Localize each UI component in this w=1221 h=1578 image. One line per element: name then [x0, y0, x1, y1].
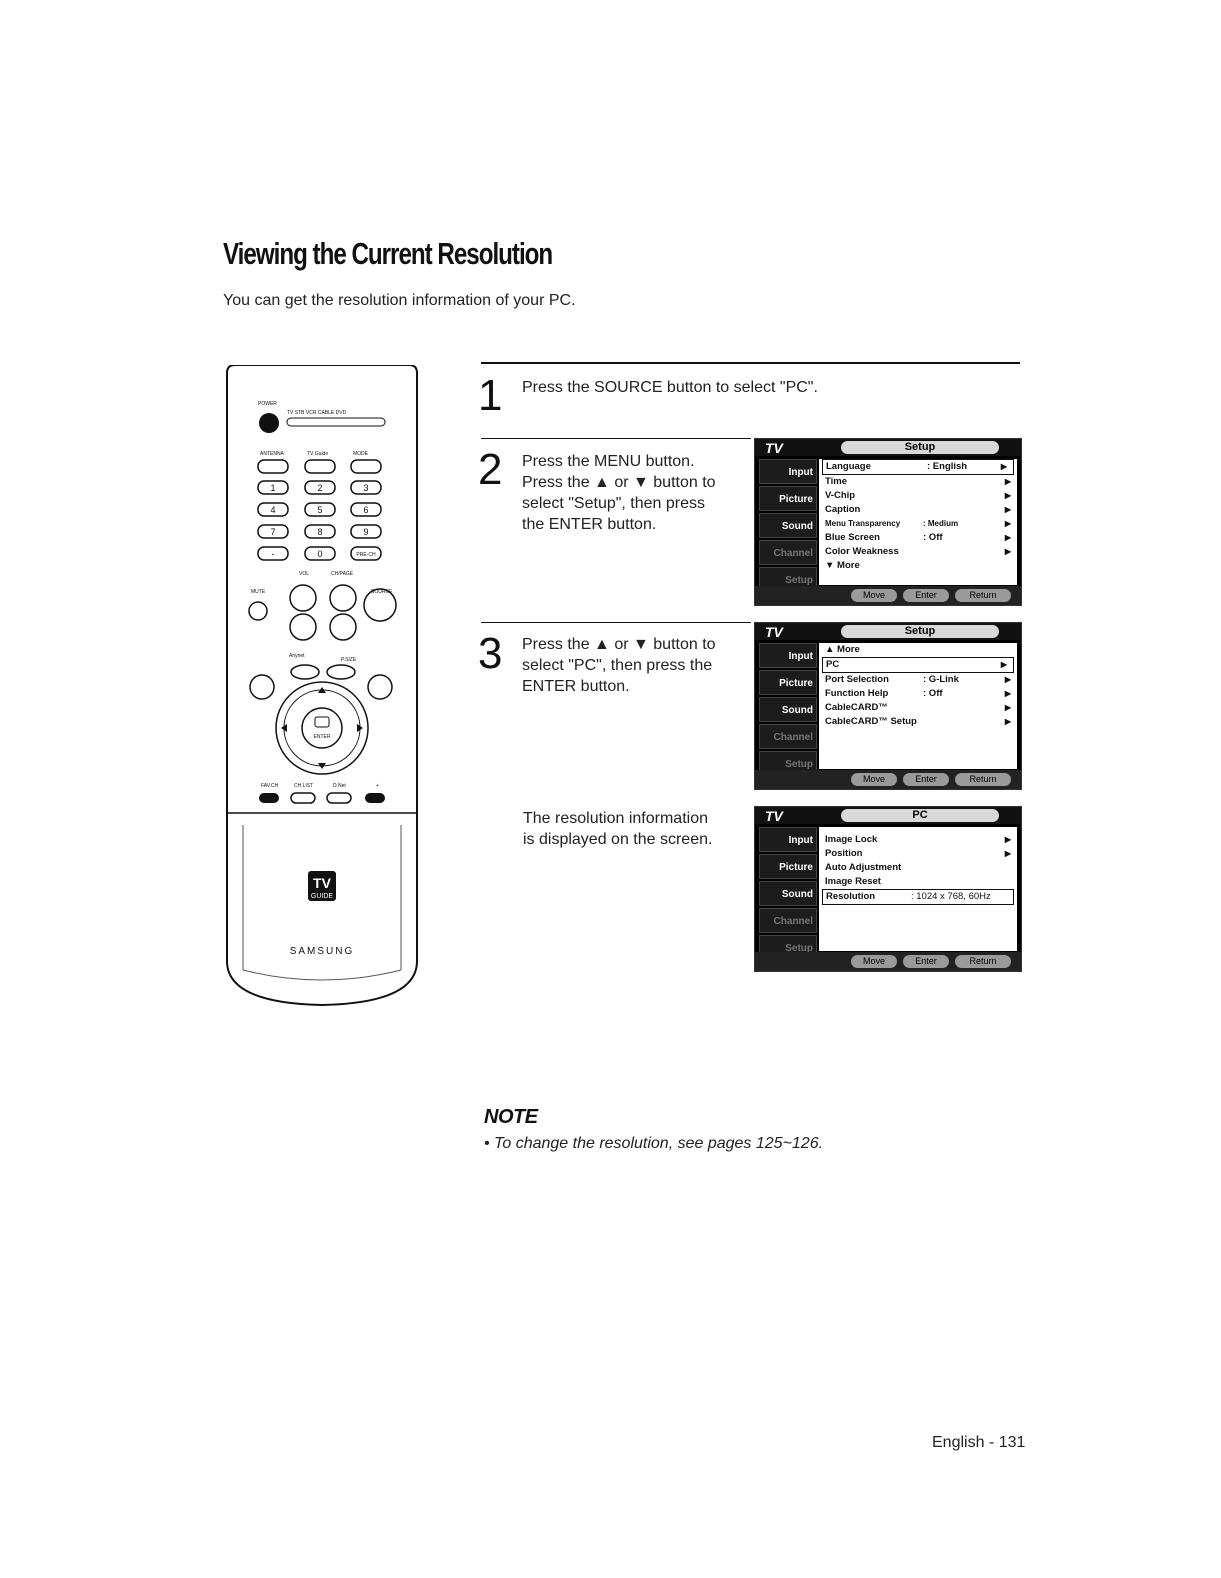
steps-top-rule [481, 362, 1020, 364]
result-text: The resolution information is displayed … [523, 810, 713, 848]
note-title: NOTE [484, 1106, 538, 1128]
step-2-text: Press the MENU button. Press the ▲ or ▼ … [522, 453, 716, 533]
step-3-number: 3 [478, 629, 503, 678]
power-button [259, 413, 279, 433]
page-subtitle: You can get the resolution information o… [223, 292, 576, 309]
svg-text:CH/PAGE: CH/PAGE [331, 571, 354, 577]
svg-text:9: 9 [363, 527, 368, 537]
svg-text:SOURCE: SOURCE [371, 589, 393, 595]
svg-text:PRE-CH: PRE-CH [356, 552, 376, 558]
step-1-number: 1 [478, 371, 503, 420]
svg-text:1: 1 [270, 483, 275, 493]
brand-label: SAMSUNG [290, 946, 355, 957]
svg-text:P.SIZE: P.SIZE [341, 657, 357, 663]
step-3-rule [481, 622, 751, 623]
svg-text:TV: TV [313, 875, 332, 891]
step-2-rule [481, 438, 751, 439]
svg-text:TV Guide: TV Guide [307, 451, 328, 457]
svg-text:0: 0 [317, 549, 322, 559]
svg-text:ANTENNA: ANTENNA [260, 451, 285, 457]
svg-text:MUTE: MUTE [251, 589, 266, 595]
svg-text:5: 5 [317, 505, 322, 515]
step-2-number: 2 [478, 445, 503, 494]
remote-control-illustration: POWER TV STB VCR CABLE DVD ANTENNA TV Gu… [226, 365, 418, 1007]
svg-text:8: 8 [317, 527, 322, 537]
svg-text:4: 4 [270, 505, 275, 515]
svg-text:VOL: VOL [299, 571, 309, 577]
note-text: • To change the resolution, see pages 12… [484, 1135, 824, 1152]
page-title: Viewing the Current Resolution [223, 236, 553, 271]
page-number: English - 131 [932, 1434, 1026, 1451]
svg-text:D.Net: D.Net [333, 783, 346, 789]
mode-labels: TV STB VCR CABLE DVD [287, 410, 347, 416]
svg-text:6: 6 [363, 505, 368, 515]
svg-text:3: 3 [363, 483, 368, 493]
power-label: POWER [258, 401, 277, 407]
svg-text:+: + [376, 783, 379, 789]
step-3-text: Press the ▲ or ▼ button to select "PC", … [522, 636, 716, 695]
svg-text:Anynet: Anynet [289, 653, 305, 659]
step-1-text: Press the SOURCE button to select "PC". [522, 379, 818, 396]
svg-text:GUIDE: GUIDE [311, 893, 334, 900]
svg-text:CH LIST: CH LIST [294, 783, 313, 789]
svg-text:MODE: MODE [353, 451, 369, 457]
svg-text:ENTER: ENTER [314, 734, 331, 740]
svg-text:FAV.CH: FAV.CH [261, 783, 279, 789]
svg-text:7: 7 [270, 527, 275, 537]
svg-text:2: 2 [317, 483, 322, 493]
svg-text:-: - [272, 549, 275, 559]
